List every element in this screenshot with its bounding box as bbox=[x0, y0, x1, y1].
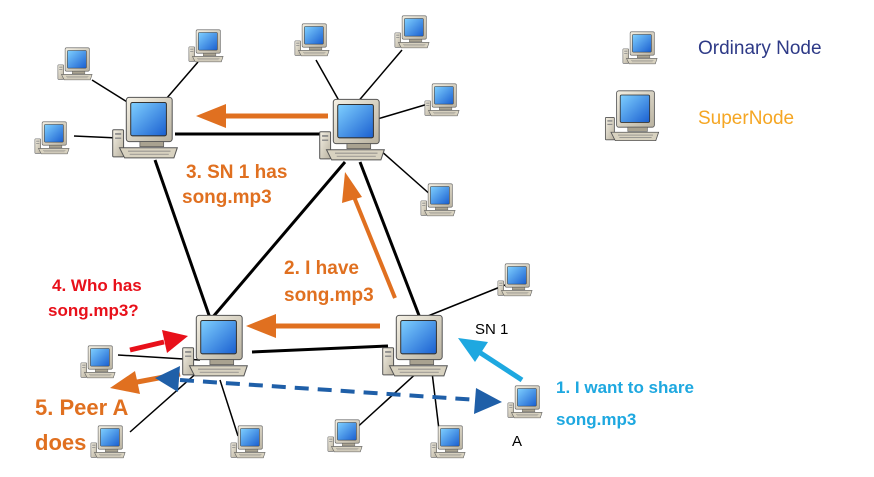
legend-supernode-label: SuperNode bbox=[698, 108, 794, 129]
legend-supernode-icon bbox=[605, 91, 658, 141]
ordinary-node bbox=[425, 84, 459, 116]
legend-ordinary-icon bbox=[623, 32, 657, 64]
supernode bbox=[183, 315, 248, 376]
ordinary-node bbox=[35, 122, 69, 154]
label-who-has-line2: song.mp3? bbox=[48, 301, 139, 320]
ordinary-node bbox=[395, 16, 429, 48]
ordinary-node bbox=[58, 48, 92, 80]
label-peer-a-name: A bbox=[512, 433, 522, 450]
ordinary-node bbox=[421, 184, 455, 216]
label-sn1-has-line2: song.mp3 bbox=[182, 187, 272, 208]
legend-ordinary-label: Ordinary Node bbox=[698, 38, 822, 59]
red-arrow bbox=[129, 330, 188, 353]
label-peer-a-line2: does bbox=[35, 430, 86, 455]
label-i-have-line1: 2. I have bbox=[284, 258, 359, 279]
peer-a-node bbox=[508, 386, 542, 418]
supernode bbox=[113, 97, 178, 158]
label-share-line2: song.mp3 bbox=[556, 410, 636, 429]
legend: Ordinary Node SuperNode bbox=[605, 32, 822, 141]
label-peer-a-line1: 5. Peer A bbox=[35, 395, 128, 420]
ordinary-node bbox=[431, 426, 465, 458]
label-sn1-has-line1: 3. SN 1 has bbox=[186, 162, 287, 183]
label-sn1-name: SN 1 bbox=[475, 321, 508, 338]
label-who-has-line1: 4. Who has bbox=[52, 276, 142, 295]
ordinary-nodes bbox=[35, 16, 542, 458]
ordinary-node bbox=[295, 24, 329, 56]
ordinary-node bbox=[328, 420, 362, 452]
label-share-line1: 1. I want to share bbox=[556, 378, 694, 397]
supernode bbox=[320, 99, 385, 160]
label-i-have-line2: song.mp3 bbox=[284, 285, 374, 306]
ordinary-node bbox=[498, 264, 532, 296]
blue-dashed-arrow bbox=[155, 366, 502, 414]
supernode-links bbox=[153, 132, 422, 354]
cyan-arrow bbox=[458, 338, 524, 383]
ordinary-node bbox=[189, 30, 223, 62]
supernode-sn1 bbox=[383, 315, 448, 376]
ordinary-node bbox=[81, 346, 115, 378]
ordinary-node bbox=[91, 426, 125, 458]
